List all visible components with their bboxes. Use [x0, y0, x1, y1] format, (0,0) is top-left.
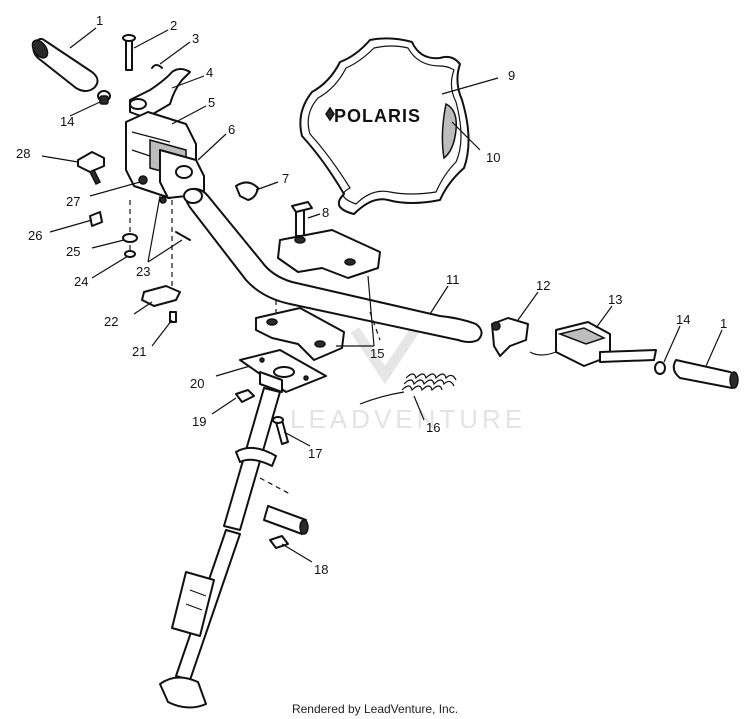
clamp-bolt [291, 201, 313, 237]
cable-spring [359, 373, 457, 405]
callout-6: 6 [228, 122, 235, 137]
callout-19: 19 [192, 414, 206, 429]
callout-8: 8 [322, 205, 329, 220]
callout-27: 27 [66, 194, 80, 209]
callout-26: 26 [28, 228, 42, 243]
handlebar-pad: POLARIS [299, 37, 470, 215]
watermark: LEADVENTURE [290, 327, 526, 434]
retaining-clip [151, 64, 163, 69]
callout-2: 2 [170, 18, 177, 33]
kill-switch [77, 151, 105, 186]
steering-plate [239, 349, 327, 393]
callout-1-right: 1 [720, 316, 727, 331]
post-bushing [263, 505, 309, 535]
callout-1-left: 1 [96, 13, 103, 28]
pivot-pin [122, 34, 136, 71]
callout-11: 11 [446, 272, 460, 287]
right-grip [672, 359, 739, 389]
post-screw [272, 416, 289, 445]
callout-7: 7 [282, 171, 289, 186]
callout-3: 3 [192, 31, 199, 46]
callout-13: 13 [608, 292, 622, 307]
callout-17: 17 [308, 446, 322, 461]
callout-9: 9 [508, 68, 515, 83]
callout-4: 4 [206, 65, 213, 80]
callout-16: 16 [426, 420, 440, 435]
lower-clamp [255, 300, 345, 361]
callout-18: 18 [314, 562, 328, 577]
callout-21: 21 [132, 344, 146, 359]
callout-23: 23 [136, 264, 150, 279]
brake-lever [529, 321, 657, 367]
callout-numbers: 1 2 3 4 5 6 7 8 9 10 11 12 13 14 1 15 16… [16, 13, 727, 577]
housing-hardware [89, 175, 191, 290]
right-end-plug [654, 361, 666, 375]
callout-25: 25 [66, 244, 80, 259]
pad-logo: POLARIS [334, 106, 421, 126]
brake-bracket [491, 317, 529, 357]
left-grip [31, 37, 99, 92]
throttle-lever [129, 68, 191, 119]
left-end-plug [97, 90, 111, 105]
rendered-by-credit: Rendered by LeadVenture, Inc. [291, 702, 459, 716]
callout-28: 28 [16, 146, 30, 161]
steering-post [159, 387, 291, 709]
callout-14-left: 14 [60, 114, 74, 129]
leader-lines [41, 27, 723, 563]
cable-clip [235, 181, 259, 201]
handlebar [183, 187, 483, 343]
throttle-housing [125, 111, 205, 199]
callout-10: 10 [486, 150, 500, 165]
cover-plate [141, 285, 181, 323]
plate-nut [235, 389, 255, 403]
upper-clamp [277, 229, 381, 279]
callout-5: 5 [208, 95, 215, 110]
callout-12: 12 [536, 278, 550, 293]
callout-22: 22 [104, 314, 118, 329]
callout-15: 15 [370, 346, 384, 361]
callout-24: 24 [74, 274, 88, 289]
callout-14-right: 14 [676, 312, 690, 327]
watermark-text: LEADVENTURE [290, 404, 526, 434]
callout-20: 20 [190, 376, 204, 391]
